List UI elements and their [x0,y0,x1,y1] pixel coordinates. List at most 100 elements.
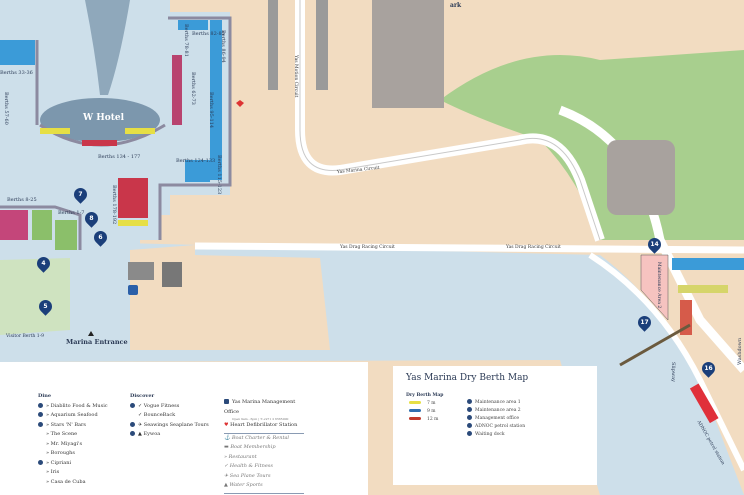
map-pin[interactable]: 16 [699,359,718,378]
road-label-drag-1: Yas Drag Racing Circuit [340,245,395,250]
berth-label: Berths 124-133 [176,158,216,164]
adnoc-station [689,383,719,424]
berth-label: Berths 86-94 [220,30,226,63]
legend-item[interactable]: » Aquarium Seafood [38,411,108,421]
legend-item[interactable]: » Iris [46,469,60,475]
map-pin[interactable]: 4 [34,254,53,273]
maintenance-area-2-label: Maintenance Area 2 [656,262,661,309]
blue-swatch [409,409,421,412]
category-item: ▬ Boat Membership [224,444,276,450]
berth-label: Berths 178-192 [111,185,117,225]
berth-label: Berths 95-114 [208,92,214,129]
defib-station: ♥ Heart Defibrillator Station [224,421,304,434]
pin-icon [130,431,135,436]
pin-icon [467,407,472,412]
map-pin[interactable]: 17 [635,313,654,332]
facility-row: Maintenance area 1 [467,399,525,407]
legend-item[interactable]: ▲ Eywoa [130,430,209,440]
category-item: ✓ Health & Fitness [224,463,273,469]
building [162,262,182,287]
pin-icon [38,402,43,408]
w-hotel-label: W Hotel [83,113,125,123]
boats-blue [0,20,744,270]
dry-berth-subtitle: Dry Berth Map [406,393,444,398]
park-label: ark [450,2,462,9]
map-pin[interactable]: 6 [91,228,110,247]
pin-icon [467,431,472,436]
map-pin[interactable]: 5 [36,297,55,316]
washdown-label: Washdown [737,337,743,365]
map-pin[interactable]: 8 [82,209,101,228]
pin-icon [467,423,472,428]
marina-entrance-label: Marina Entrance [66,338,128,346]
facility-row: Management office [467,415,525,423]
boats-red [0,55,182,240]
restroom-icon [128,285,138,295]
pin-icon [38,412,43,417]
slipway [619,323,691,367]
legend-item[interactable]: ✓ Vogue Fitness [130,402,209,412]
berth-label: Berths 134 - 177 [98,154,141,160]
berth-label: Berths 82-85 [192,31,225,37]
pin-icon [130,402,135,408]
category-item: ⚓ Boat Charter & Rental [224,434,290,441]
sand-island [130,245,330,350]
legend-item[interactable]: » Stars 'N' Bars [38,421,108,431]
maintenance-area-2 [640,254,669,321]
berth-label: Berths 8-25 [7,197,37,203]
legend-dine: Dine » Diablito Food & Music » Aquarium … [38,392,108,487]
legend-item[interactable]: » Diablito Food & Music [38,402,108,412]
legend-panel: Dine » Diablito Food & Music » Aquarium … [0,362,368,495]
pin-icon [467,415,472,420]
marina-entrance-marker [88,331,94,336]
road-label-drag-2: Yas Drag Racing Circuit [506,245,561,250]
dine-heading: Dine [38,393,52,399]
hotel-tower [85,0,130,95]
building [128,262,154,280]
pin-icon [467,399,472,404]
management-office[interactable]: Yas Marina Management Office [224,399,296,415]
water-basin [130,12,230,240]
heart-defibrillator-icon [236,100,244,107]
berth-label: Berths 1-7 [58,210,85,216]
map-pin[interactable]: 7 [71,185,90,204]
category-item: ▲ Water Sports [224,481,304,494]
slipway-label: Slipway [670,362,676,382]
heart-icon: ♥ [224,422,229,428]
category-item: ✈ Sea Plane Tours [224,472,271,479]
facility-row: Maintenance area 2 [467,407,525,415]
size-row: 9 m [409,408,438,416]
dry-berth-title: Yas Marina Dry Berth Map [406,373,529,383]
size-row: 12 m [409,416,438,424]
road-curve [588,252,744,472]
legend-item[interactable]: » Cipriani [38,459,108,469]
parking [268,0,675,215]
legend-item[interactable]: ✈ Seawings Seaplane Tours [130,421,209,431]
discover-heading: Discover [130,393,155,399]
red-swatch [409,417,421,420]
park-area [0,258,70,335]
legend-discover: Discover ✓ Vogue Fitness ✓ BounceBack ✈ … [130,392,209,440]
berth-label: Berths 115-123 [216,155,222,195]
yellow-swatch [409,401,421,404]
berth-label: Berths 57-60 [3,92,9,125]
road-label-yas-motion: Yas Motion Circuit [293,55,298,98]
map-pin[interactable]: 14 [645,235,664,254]
legend-item[interactable]: » The Scene [46,431,78,437]
category-item: » Restaurant [224,453,257,460]
pin-icon [38,459,43,465]
visitor-berth-label: Visitor Berth 1-9 [6,334,44,339]
legend-item[interactable]: » Casa de Cuba [46,478,86,485]
berth-label: Berths 33-36 [0,70,33,76]
berth-label: Berths 62-73 [190,72,196,105]
office-hours: Open 9am - 6pm | T:+971 2 6565000 [232,417,289,421]
boats-yellow [40,128,155,226]
legend-item[interactable]: ✓ BounceBack [138,412,176,418]
boats-green [32,210,77,250]
size-row: 7 m [409,400,438,408]
legend-item[interactable]: » Mr. Miyagi's [46,440,83,447]
legend-facilities: Yas Marina Management Office Open 9am - … [224,398,304,494]
dry-berth-legend: Yas Marina Dry Berth Map Dry Berth Map 7… [393,366,597,485]
legend-item[interactable]: » Boroughs [46,450,75,456]
